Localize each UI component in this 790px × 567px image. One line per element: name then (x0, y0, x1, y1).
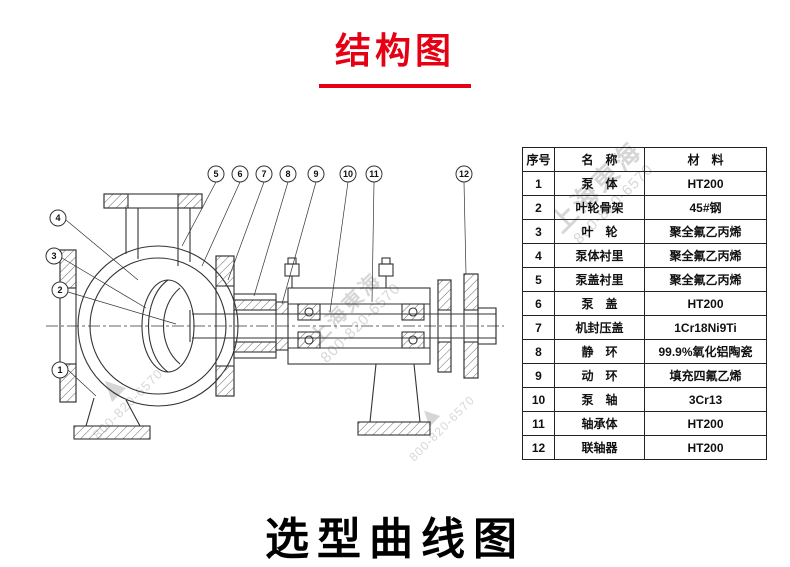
page-title: 结构图 (334, 30, 455, 71)
support-feet (73, 363, 431, 440)
seal-assembly (233, 293, 289, 359)
cell-material: 聚全氟乙丙烯 (644, 267, 767, 292)
impeller (141, 279, 195, 373)
callout-1: 1 (51, 361, 69, 379)
table-header-row: 序号 名 称 材 料 (522, 147, 767, 172)
cell-no: 9 (522, 363, 555, 388)
callout-3: 3 (45, 247, 63, 265)
cell-no: 2 (522, 195, 555, 220)
svg-text:4: 4 (55, 213, 60, 223)
svg-text:1: 1 (57, 365, 62, 375)
callout-8: 8 (279, 165, 297, 183)
cell-no: 8 (522, 339, 555, 364)
table-row: 4 泵体衬里 聚全氟乙丙烯 (522, 243, 767, 268)
cell-name: 泵 轴 (554, 387, 645, 412)
cell-no: 4 (522, 243, 555, 268)
cell-material: 1Cr18Ni9Ti (644, 315, 767, 340)
callout-10: 10 (339, 165, 357, 183)
cell-name: 静 环 (554, 339, 645, 364)
header-name: 名 称 (554, 147, 645, 172)
title-underline (319, 84, 471, 88)
table-row: 9 动 环 填充四氟乙烯 (522, 363, 767, 388)
cell-name: 泵体衬里 (554, 243, 645, 268)
cell-name: 泵盖衬里 (554, 267, 645, 292)
callout-5: 5 (207, 165, 225, 183)
svg-text:8: 8 (285, 169, 290, 179)
cell-name: 轴承体 (554, 411, 645, 436)
callout-12: 12 (455, 165, 473, 183)
table-row: 7 机封压盖 1Cr18Ni9Ti (522, 315, 767, 340)
grease-cups (284, 257, 394, 288)
callout-6: 6 (231, 165, 249, 183)
pump-cover (215, 255, 235, 397)
svg-text:7: 7 (261, 169, 266, 179)
cell-material: 填充四氟乙烯 (644, 363, 767, 388)
cell-name: 叶轮骨架 (554, 195, 645, 220)
cell-name: 动 环 (554, 363, 645, 388)
svg-text:3: 3 (51, 251, 56, 261)
table-row: 3 叶 轮 聚全氟乙丙烯 (522, 219, 767, 244)
cell-material: 聚全氟乙丙烯 (644, 219, 767, 244)
cell-no: 6 (522, 291, 555, 316)
cell-no: 3 (522, 219, 555, 244)
svg-text:6: 6 (237, 169, 242, 179)
cell-name: 泵 体 (554, 171, 645, 196)
cell-name: 泵 盖 (554, 291, 645, 316)
svg-text:10: 10 (343, 169, 353, 179)
callout-2: 2 (51, 281, 69, 299)
table-row: 6 泵 盖 HT200 (522, 291, 767, 316)
callout-4: 4 (49, 209, 67, 227)
cell-material: HT200 (644, 171, 767, 196)
svg-text:12: 12 (459, 169, 469, 179)
cell-no: 11 (522, 411, 555, 436)
svg-text:11: 11 (369, 169, 379, 179)
header-no: 序号 (522, 147, 555, 172)
callout-7: 7 (255, 165, 273, 183)
cell-no: 5 (522, 267, 555, 292)
svg-text:2: 2 (57, 285, 62, 295)
cell-material: HT200 (644, 435, 767, 460)
cell-material: 45#钢 (644, 195, 767, 220)
cell-no: 10 (522, 387, 555, 412)
cell-no: 12 (522, 435, 555, 460)
table-row: 12 联轴器 HT200 (522, 435, 767, 460)
table-row: 2 叶轮骨架 45#钢 (522, 195, 767, 220)
cell-no: 1 (522, 171, 555, 196)
table-row: 5 泵盖衬里 聚全氟乙丙烯 (522, 267, 767, 292)
next-section-title: 选型曲线图 (265, 515, 525, 564)
cell-material: HT200 (644, 291, 767, 316)
table-row: 8 静 环 99.9%氧化铝陶瓷 (522, 339, 767, 364)
cell-material: HT200 (644, 411, 767, 436)
parts-table: 序号 名 称 材 料 1 泵 体 HT200 2 叶轮骨架 45#钢 3 叶 轮… (522, 147, 767, 460)
callout-balloons: 1 2 3 4 5 6 7 8 (45, 165, 473, 379)
table-row: 10 泵 轴 3Cr13 (522, 387, 767, 412)
cell-no: 7 (522, 315, 555, 340)
cell-material: 99.9%氧化铝陶瓷 (644, 339, 767, 364)
table-row: 11 轴承体 HT200 (522, 411, 767, 436)
callout-9: 9 (307, 165, 325, 183)
callout-11: 11 (365, 165, 383, 183)
svg-text:5: 5 (213, 169, 218, 179)
pump-structure-drawing: 1 2 3 4 5 6 7 8 (45, 165, 504, 440)
cell-material: 3Cr13 (644, 387, 767, 412)
svg-text:9: 9 (313, 169, 318, 179)
coupling (437, 273, 497, 379)
cell-material: 聚全氟乙丙烯 (644, 243, 767, 268)
table-row: 1 泵 体 HT200 (522, 171, 767, 196)
callout-leaders (61, 181, 467, 397)
pump-casing (77, 193, 239, 407)
cell-name: 机封压盖 (554, 315, 645, 340)
cell-name: 联轴器 (554, 435, 645, 460)
cell-name: 叶 轮 (554, 219, 645, 244)
header-material: 材 料 (644, 147, 767, 172)
